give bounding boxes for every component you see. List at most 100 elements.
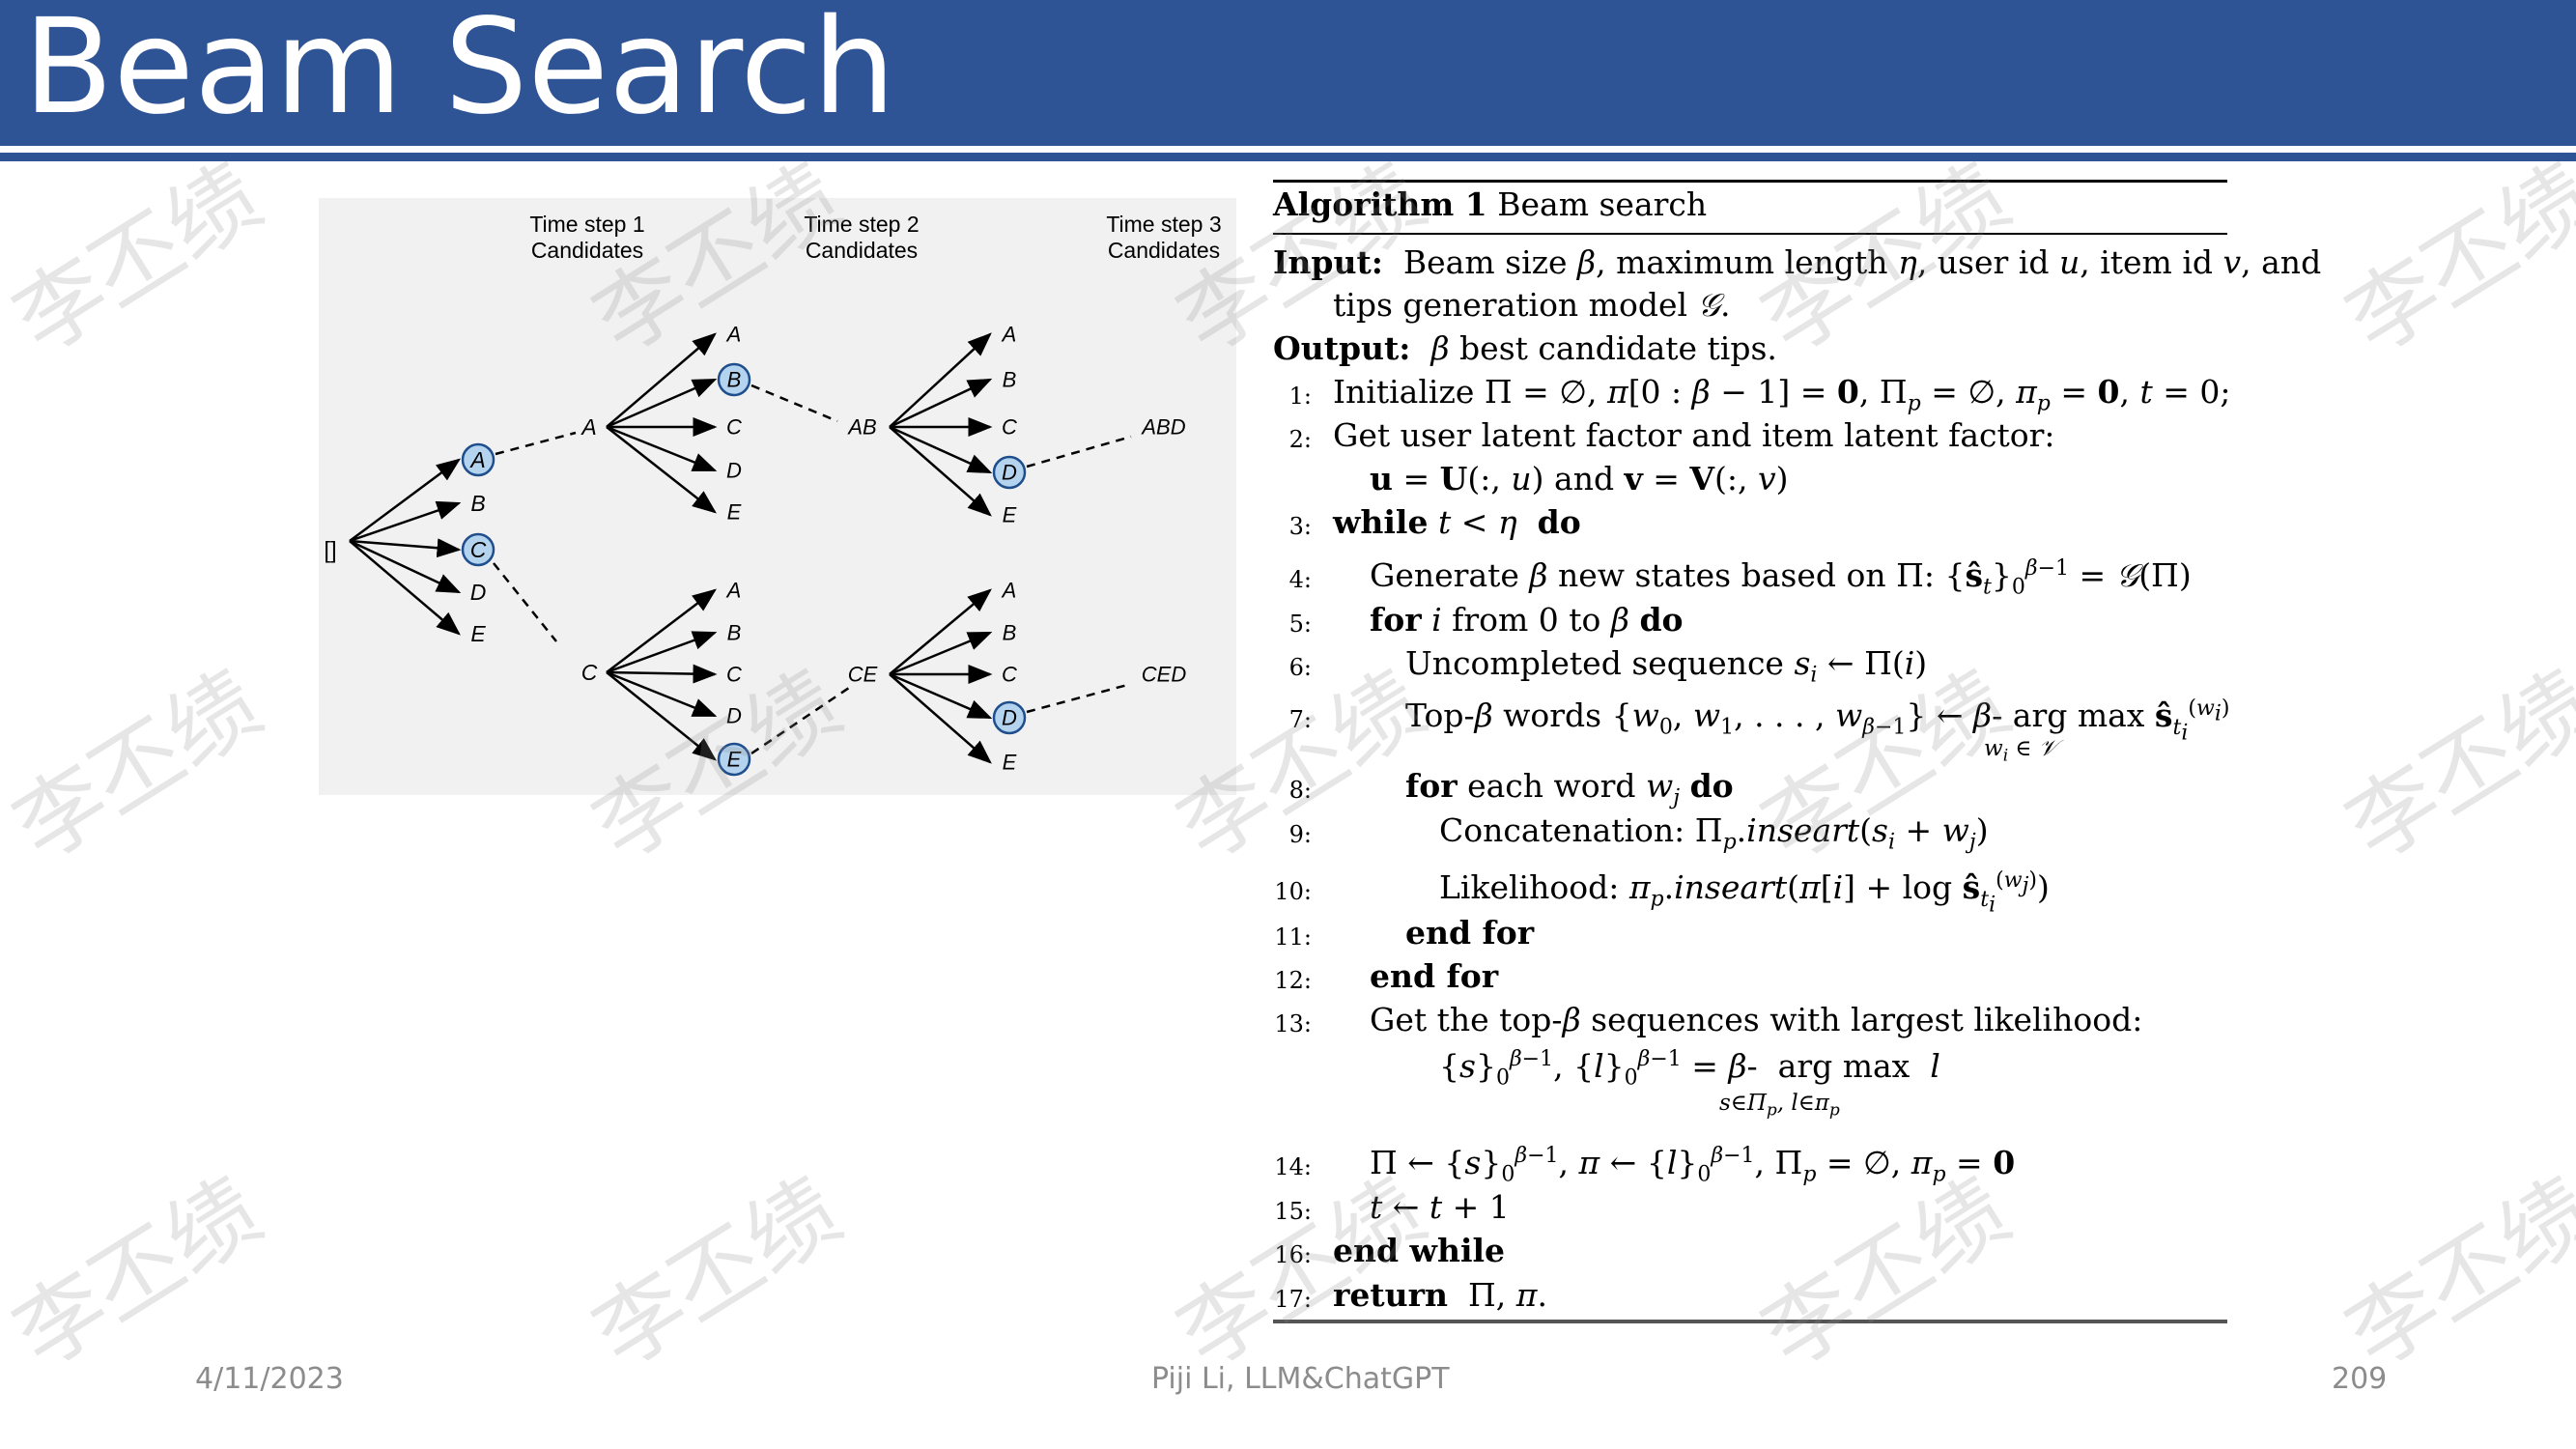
algorithm-heading: Algorithm 1 Beam search (1273, 185, 1707, 224)
line-number: 11: (1274, 923, 1312, 951)
edge-arrow (606, 378, 718, 429)
algorithm-line-2: Get user latent factor and item latent f… (1333, 416, 2055, 454)
title-bar: Beam Search (0, 0, 2576, 146)
line-number: 1: (1288, 383, 1312, 410)
step3-parent-CE: CE (848, 663, 878, 687)
slide-title: Beam Search (23, 0, 896, 144)
step2-candidate: E (727, 748, 742, 772)
step2-candidate: B (727, 621, 742, 645)
line-number: 17: (1274, 1286, 1312, 1313)
step3-candidate: D (1002, 706, 1017, 730)
edge-arrow (889, 426, 992, 517)
step2-candidate: C (726, 663, 742, 687)
line-number: 9: (1288, 821, 1312, 848)
edge-arrow (349, 458, 462, 543)
beam-node-B (717, 362, 751, 397)
step3-candidate: E (1003, 503, 1017, 527)
beam-node-C (461, 532, 495, 567)
line-number: 16: (1274, 1241, 1312, 1268)
algorithm-name: Beam search (1486, 185, 1708, 223)
watermark: 李丕绩 (2329, 1158, 2576, 1388)
diagram-nodes (461, 362, 1027, 777)
line-number: 4: (1288, 566, 1312, 593)
step3-parent-AB: AB (846, 415, 876, 440)
step3-candidate: C (1002, 663, 1017, 687)
root-node-label: [] (324, 538, 336, 564)
edge-arrow (349, 500, 462, 543)
algorithm-line-3: while t < η do (1333, 503, 1581, 541)
algorithm-line-17: return Π, π. (1333, 1276, 1547, 1314)
algorithm-line-13-cont: {s}0β−1, {l}0β−1 = β- arg max l (1439, 1047, 1940, 1091)
time-step-header: Candidates (1108, 238, 1220, 263)
watermark: 李丕绩 (0, 651, 278, 881)
step3-candidate: B (1003, 621, 1017, 645)
edge-arrow (606, 425, 718, 472)
step2-parent-A: A (580, 414, 596, 440)
line-number: 12: (1274, 967, 1312, 994)
beam-node-D (992, 700, 1027, 735)
beam-node-D (992, 455, 1027, 490)
step3-candidate: B (1003, 368, 1017, 392)
edge-arrow (889, 332, 992, 428)
edge-arrow (349, 540, 461, 636)
line-number: 10: (1274, 878, 1312, 905)
step1-candidate: C (470, 537, 487, 562)
footer-date: 4/11/2023 (195, 1362, 344, 1396)
algorithm-line-5: for i from 0 to β do (1370, 601, 1684, 639)
beam-link (750, 686, 850, 755)
time-step-header: Candidates (531, 238, 643, 263)
step2-candidate: D (726, 459, 742, 483)
step2-candidate: A (725, 323, 742, 347)
time-step-header: Time step 2 (804, 212, 919, 237)
edge-arrow (349, 538, 462, 558)
algorithm-number: Algorithm 1 (1273, 185, 1487, 223)
edge-arrow (349, 539, 462, 594)
line-number: 13: (1274, 1010, 1312, 1037)
edge-arrow (606, 588, 717, 673)
step2-candidate: C (726, 415, 742, 440)
algorithm-line-8: for each word wj do (1405, 767, 1734, 810)
algorithm-block: Algorithm 1 Beam search Input: Beam size… (1273, 180, 2321, 1325)
time-step-header: Time step 3 (1106, 212, 1221, 237)
watermark: 李丕绩 (576, 1158, 858, 1388)
step3-candidate: E (1003, 751, 1017, 775)
edge-arrow (889, 378, 993, 429)
algorithm-line-9: Concatenation: Πp.inseart(si + wj) (1439, 811, 1989, 855)
final-sequence-ABD: ABD (1140, 415, 1185, 440)
step1-candidate: D (470, 580, 487, 605)
title-underline (0, 153, 2576, 161)
step1-candidate: E (470, 621, 486, 646)
line-number: 3: (1288, 513, 1312, 540)
input-label: Input: (1273, 243, 1383, 281)
beam-link (493, 562, 557, 642)
beam-link (750, 384, 838, 423)
time-step-header: Candidates (806, 238, 918, 263)
diagram-edges (349, 332, 993, 764)
edge-arrow (606, 671, 717, 761)
line-number: 6: (1288, 654, 1312, 681)
beam-link (1026, 682, 1132, 714)
line-number: 8: (1288, 777, 1312, 804)
beam-link (1026, 435, 1132, 469)
edge-arrow (606, 670, 718, 718)
step1-candidate: B (470, 491, 485, 516)
footer-author: Piji Li, LLM&ChatGPT (1151, 1362, 1450, 1396)
algorithm-line-15: t ← t + 1 (1370, 1188, 1510, 1226)
edge-arrow (889, 673, 992, 764)
algorithm-mid-rule (1273, 233, 2227, 235)
step1-candidate: A (468, 447, 485, 472)
algorithm-line-14: Π ← {s}0β−1, π ← {l}0β−1, Πp = ∅, πp = 0 (1370, 1144, 2016, 1187)
line-number: 15: (1274, 1198, 1312, 1225)
output-label: Output: (1273, 329, 1411, 367)
step3-candidate: D (1002, 461, 1017, 485)
beam-link (495, 431, 577, 456)
algorithm-input: Input: Beam size β, maximum length η, us… (1273, 243, 2322, 281)
time-step-header: Time step 1 (529, 212, 644, 237)
algorithm-line-13: Get the top-β sequences with largest lik… (1370, 1001, 2143, 1038)
algorithm-line-16: end while (1333, 1232, 1506, 1269)
step3-candidate: A (1001, 579, 1017, 603)
algorithm-line-6: Uncompleted sequence si ← Π(i) (1405, 644, 1928, 688)
watermark: 李丕绩 (2329, 144, 2576, 374)
